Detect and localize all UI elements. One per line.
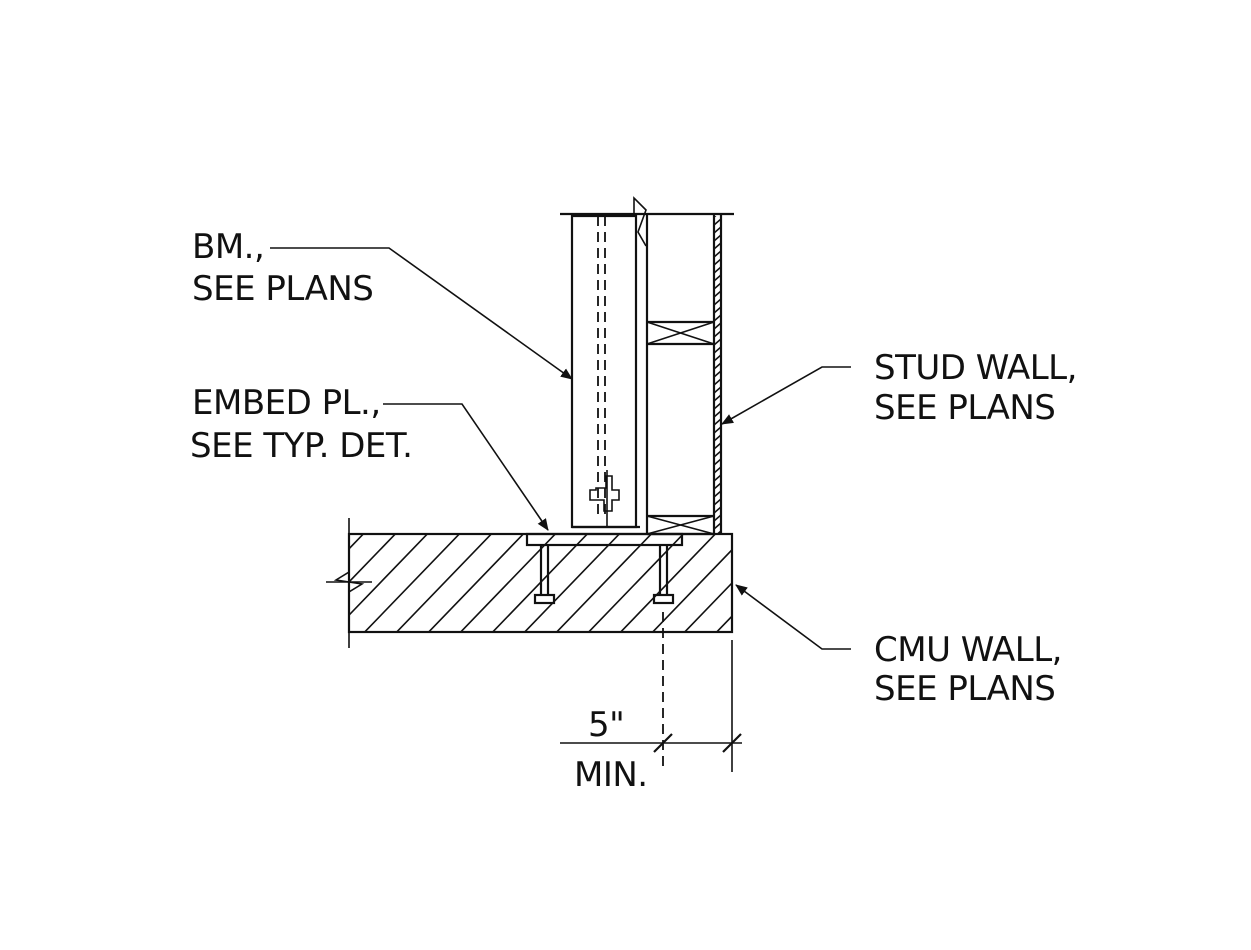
sheathing-hatch-line — [714, 273, 721, 283]
sheathing-hatch-line — [714, 441, 721, 451]
sheathing-hatch-line — [714, 457, 721, 467]
sheathing-hatch-line — [714, 289, 721, 299]
beam-label: BM., SEE PLANS — [192, 227, 374, 309]
cmu-hatch-line — [587, 534, 685, 632]
sheathing-hatch-line — [714, 401, 721, 411]
sheathing-hatch-line — [714, 505, 721, 515]
sheathing-hatch-line — [714, 361, 721, 371]
anchor-head-right — [652, 593, 675, 605]
sheathing-hatch-line — [714, 216, 717, 219]
stud-wall-label: STUD WALL, SEE PLANS — [874, 348, 1077, 428]
dimension-tick-right — [722, 733, 742, 753]
sheathing-hatch-line — [714, 321, 721, 331]
sheathing-hatch-line — [714, 257, 721, 267]
stud-wall — [560, 212, 734, 546]
sheathing-hatch-line — [714, 497, 721, 507]
cmu-hatch-line — [427, 534, 525, 632]
sheathing-hatch-line — [714, 369, 721, 379]
embed-plate-label: EMBED PL., SEE TYP. DET. — [190, 383, 413, 466]
beam-leader — [270, 247, 573, 380]
sheathing-hatch-line — [714, 481, 721, 491]
sheathing-hatch-line — [714, 521, 721, 531]
sheathing-hatch-line — [714, 417, 721, 427]
dimension-value: 5" — [588, 705, 624, 745]
sheathing-hatch-line — [714, 465, 721, 475]
steel-beam — [570, 196, 647, 529]
cmu-hatch-line — [805, 526, 915, 640]
sheathing-hatch-line — [714, 377, 721, 387]
beam-weld-symbol — [589, 475, 620, 512]
sheathing-hatch-line — [714, 265, 721, 275]
stud-wall-label-line1: STUD WALL, — [874, 348, 1077, 388]
sheathing-hatch-line — [714, 305, 721, 315]
embed-plate-label-line2: SEE TYP. DET. — [190, 426, 412, 466]
sheathing-hatch-line — [714, 313, 721, 323]
blocking-lower — [646, 514, 715, 536]
embed-plate-assembly — [525, 532, 684, 605]
sheathing-hatch-line — [714, 225, 721, 235]
stud-wall-label-line2: SEE PLANS — [874, 388, 1055, 428]
sheathing-hatch-line — [714, 393, 721, 403]
dimension-5-min: 5" MIN. — [560, 612, 742, 795]
cmu-hatch-line — [349, 534, 429, 617]
dimension-note: MIN. — [574, 755, 648, 795]
beam-outline — [570, 214, 638, 529]
cmu-hatch-line — [523, 534, 621, 632]
cmu-wall-hatch — [229, 526, 947, 640]
sheathing-hatch-line — [714, 449, 721, 459]
embed-plate-leader — [383, 403, 549, 531]
blocking-upper — [646, 320, 715, 346]
sheathing-hatch-line — [714, 433, 721, 443]
cmu-hatch-line — [837, 526, 947, 640]
sheathing-hatch-line — [716, 529, 721, 534]
cmu-hatch-line — [715, 615, 732, 632]
cmu-hatch-line — [459, 534, 557, 632]
sheathing-hatch-line — [713, 538, 722, 546]
sheathing-hatch-line — [714, 281, 721, 291]
sheathing-hatch-line — [714, 409, 721, 419]
cmu-hatch-line — [773, 526, 883, 640]
cmu-hatch-line — [741, 526, 851, 640]
cmu-hatch-line — [229, 526, 339, 640]
sheathing-hatch-line — [714, 345, 721, 355]
stud-wall-sheathing-hatch — [713, 216, 722, 546]
cmu-hatch-line — [395, 534, 493, 632]
stud-wall-leader — [721, 366, 851, 425]
sheathing-hatch-line — [714, 297, 721, 307]
sheathing-hatch-line — [714, 337, 721, 347]
sheathing-hatch-line — [714, 233, 721, 243]
sheathing-hatch-line — [714, 513, 721, 523]
sheathing-hatch-line — [714, 241, 721, 251]
cmu-hatch-line — [555, 534, 653, 632]
embed-plate — [525, 532, 684, 547]
cmu-hatch-line — [349, 534, 365, 550]
leaders — [270, 247, 851, 650]
sheathing-hatch-line — [714, 249, 721, 259]
cmu-hatch-line — [349, 534, 397, 584]
cmu-hatch-line — [651, 548, 732, 632]
sheathing-hatch-line — [714, 385, 721, 395]
sheathing-hatch-line — [714, 473, 721, 483]
beam-break-line — [633, 196, 647, 247]
sheathing-hatch-line — [714, 353, 721, 363]
dimension-tick-left — [653, 733, 673, 753]
cmu-wall-label-line1: CMU WALL, — [874, 630, 1062, 670]
sheathing-hatch-line — [714, 489, 721, 499]
cmu-wall-label: CMU WALL, SEE PLANS — [874, 630, 1062, 709]
anchor-head-left — [533, 593, 556, 605]
cmu-hatch-line — [683, 581, 732, 632]
cmu-wall — [229, 518, 947, 648]
cmu-hatch-line — [363, 534, 461, 632]
beam-label-line1: BM., — [192, 227, 264, 267]
sheathing-hatch-line — [714, 217, 721, 227]
sheathing-hatch-line — [714, 425, 721, 435]
sheathing-hatch-line — [714, 329, 721, 339]
embed-plate-label-line1: EMBED PL., — [192, 383, 381, 423]
cmu-wall-leader — [735, 584, 851, 650]
beam-label-line2: SEE PLANS — [192, 269, 373, 309]
cmu-wall-label-line2: SEE PLANS — [874, 669, 1055, 709]
